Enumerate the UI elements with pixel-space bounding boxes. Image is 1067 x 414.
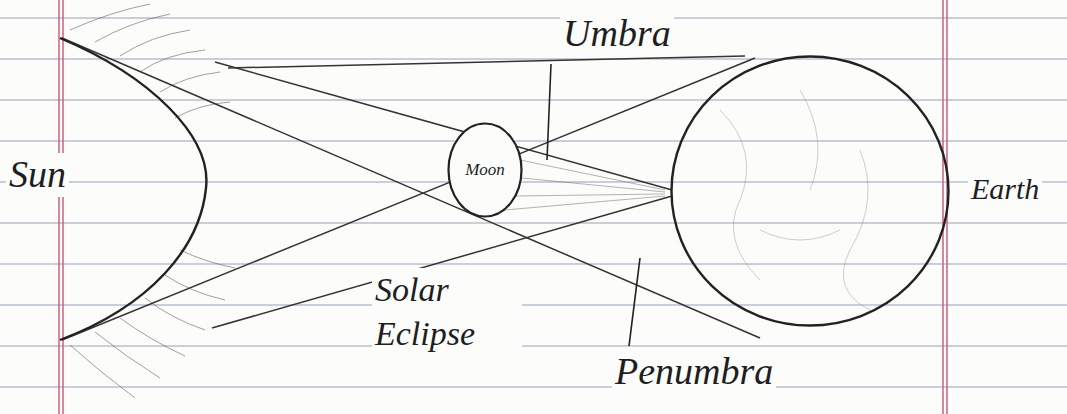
moon-outline [449,124,522,217]
leader-lines [547,64,640,346]
sun-hatching [70,4,235,398]
shape-outline [670,55,950,327]
ruled-lines [0,18,1067,387]
node-label: Moon [462,160,508,180]
penumbra-label: Penumbra [612,350,776,394]
sun-body: Sun [0,36,212,342]
moon-body: Moon [447,122,523,218]
node-label: Sun [6,153,69,197]
umbra-shading [505,160,665,210]
diagram-title: Solar Eclipse [372,268,522,356]
sun-outline [60,38,206,340]
penumbra-label-box: Penumbra [612,350,776,394]
node-label: Earth [968,172,1042,207]
umbra-label: Umbra [560,12,674,56]
earth-outline [672,57,949,326]
umbra-label-box: Umbra [560,12,674,56]
diagram-title-box: Solar Eclipse [372,268,522,356]
margin-lines [59,0,947,414]
earth-body: Earth [670,55,950,327]
earth-scribbles [720,90,870,310]
